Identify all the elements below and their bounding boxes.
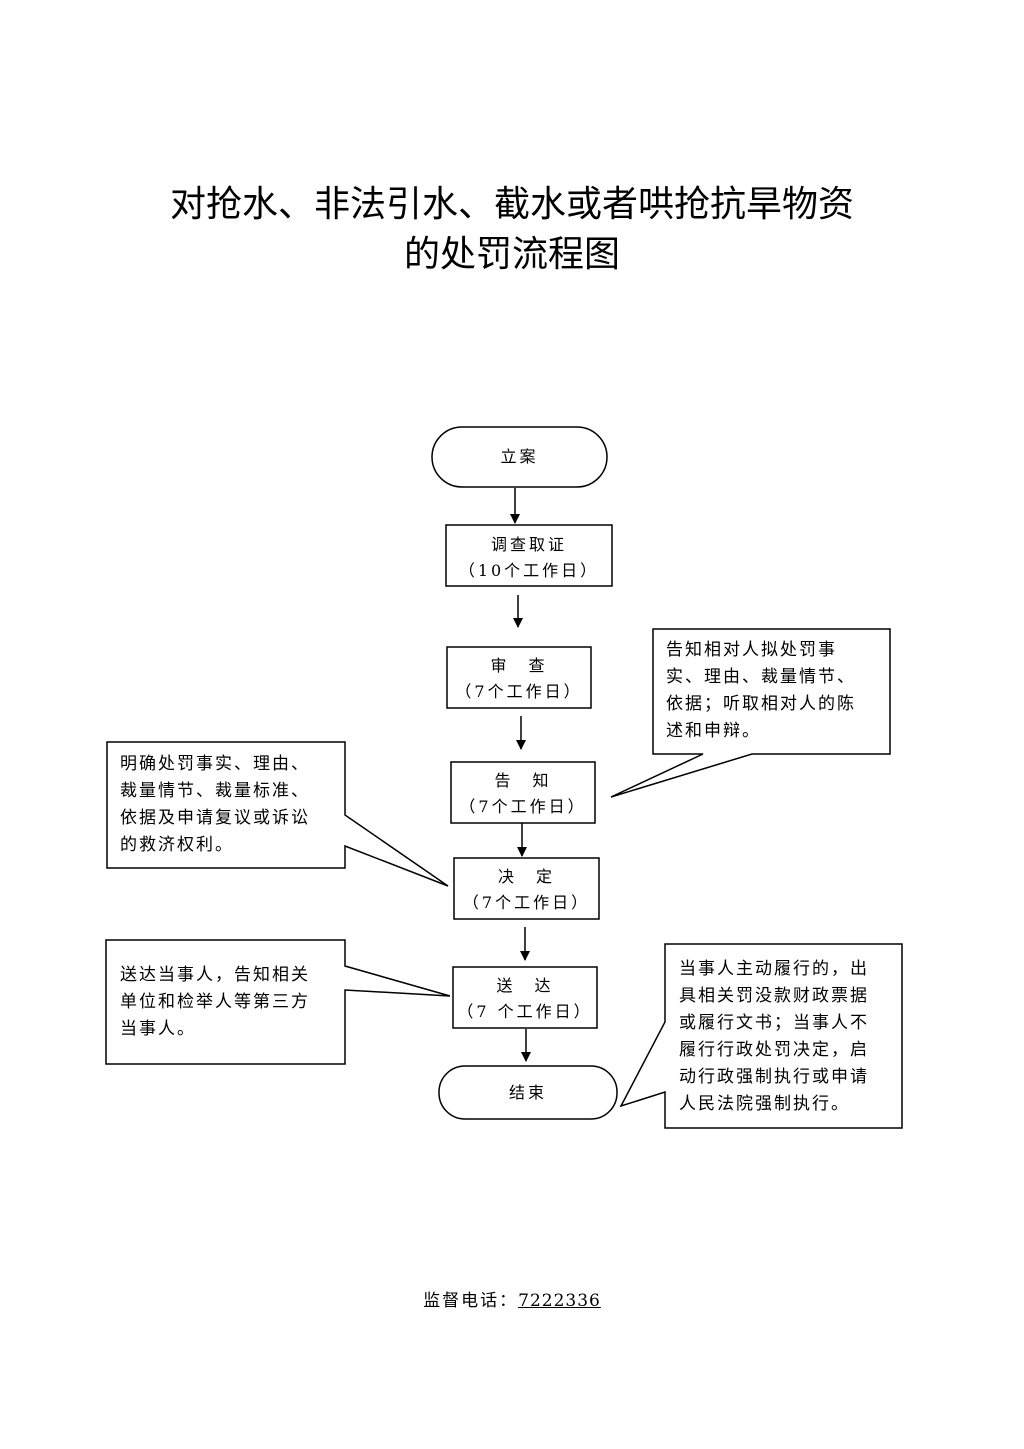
decide-box-shape (453, 857, 600, 920)
supervision-hotline: 监督电话：7222336 (0, 1286, 1024, 1311)
review-duration: （7个工作日） (455, 682, 583, 701)
review-box-shape (446, 646, 592, 709)
start-terminator-shape (431, 426, 608, 488)
notify-note-callout (610, 628, 891, 798)
investigate-duration: （10个工作日） (458, 561, 600, 580)
deliver-box-shape (452, 966, 598, 1029)
investigate-label: 调查取证 (490, 535, 567, 554)
end-note: 当事人主动履行的，出 具相关罚没款财政票据 或履行文书；当事人不 履行行政处罚决… (679, 959, 869, 1114)
hotline-number: 7222336 (518, 1291, 601, 1311)
notify-box-shape (450, 761, 596, 824)
deliver-duration: （7 个工作日） (457, 1002, 593, 1021)
review-label: 审 查 (490, 656, 548, 675)
hotline-label: 监督电话： (423, 1291, 519, 1311)
start-terminator: 立案 (432, 444, 607, 470)
deliver-note: 送达当事人，告知相关 单位和检举人等第三方 当事人。 (120, 965, 310, 1039)
deliver-note-callout (105, 939, 451, 1065)
start-label: 立案 (500, 447, 539, 466)
end-note-callout (619, 943, 903, 1129)
diagram-title-line1: 对抢水、非法引水、截水或者哄抢抗旱物资 (169, 184, 854, 225)
end-label: 结束 (508, 1083, 547, 1102)
decide-note: 明确处罚事实、理由、 裁量情节、裁量标准、 依据及申请复议或诉讼 的救济权利。 (120, 754, 310, 855)
notify-box: 告 知 （7个工作日） (451, 768, 595, 820)
investigate-box: 调查取证 （10个工作日） (446, 532, 612, 584)
deliver-box: 送 达 （7 个工作日） (453, 973, 597, 1025)
deliver-label: 送 达 (496, 976, 554, 995)
decide-box: 决 定 （7个工作日） (454, 864, 599, 916)
end-terminator-shape (438, 1065, 618, 1120)
decide-note-callout (106, 741, 449, 887)
decide-duration: （7个工作日） (462, 893, 591, 912)
notify-duration: （7个工作日） (459, 797, 587, 816)
decide-label: 决 定 (497, 867, 555, 886)
notify-note: 告知相对人拟处罚事 实、理由、裁量情节、 依据；听取相对人的陈 述和申辩。 (666, 640, 856, 741)
diagram-title-line2: 的处罚流程图 (403, 234, 620, 275)
end-terminator: 结束 (439, 1080, 617, 1106)
investigate-box-shape (445, 524, 613, 587)
review-box: 审 查 （7个工作日） (447, 653, 591, 705)
notify-label: 告 知 (494, 771, 552, 790)
